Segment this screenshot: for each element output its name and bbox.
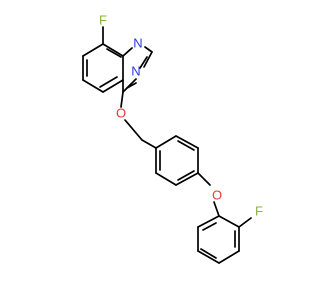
bond (177, 140, 195, 151)
fluorine-atom-label: F (255, 203, 263, 218)
bond (82, 79, 104, 93)
bond (197, 215, 220, 228)
nitrogen-atom-label: N (133, 35, 142, 50)
bond (106, 48, 122, 58)
oxygen-atom-label: O (212, 187, 222, 202)
bond (82, 43, 104, 57)
bond (141, 139, 157, 149)
bond (102, 79, 124, 93)
molecular-structure: F N N O O F (82, 12, 263, 264)
bond (175, 172, 199, 186)
bond (213, 201, 220, 217)
bond (202, 222, 217, 231)
bond (200, 248, 217, 259)
bond (102, 43, 124, 57)
bond (155, 172, 177, 186)
bond (144, 46, 153, 53)
bond (126, 82, 137, 89)
bond (120, 91, 124, 108)
bond (155, 135, 177, 149)
bond (99, 76, 118, 88)
bond (238, 217, 252, 228)
bond (197, 172, 211, 186)
molecule-diagram: F N N O O F (82, 12, 264, 264)
atom-labels: F N N O O F (99, 12, 263, 218)
bond (218, 250, 240, 264)
bond (124, 119, 143, 141)
bond (139, 56, 148, 69)
bond (122, 47, 133, 57)
bond (197, 250, 220, 264)
bond (175, 135, 199, 149)
nitrogen-atom-label: N (131, 63, 140, 78)
bond (122, 78, 137, 93)
bond (218, 215, 240, 228)
bond-layer (82, 26, 252, 264)
oxygen-atom-label: O (116, 105, 126, 120)
bond (177, 170, 195, 181)
fluorine-atom-label: F (99, 12, 107, 27)
bond (143, 51, 153, 68)
